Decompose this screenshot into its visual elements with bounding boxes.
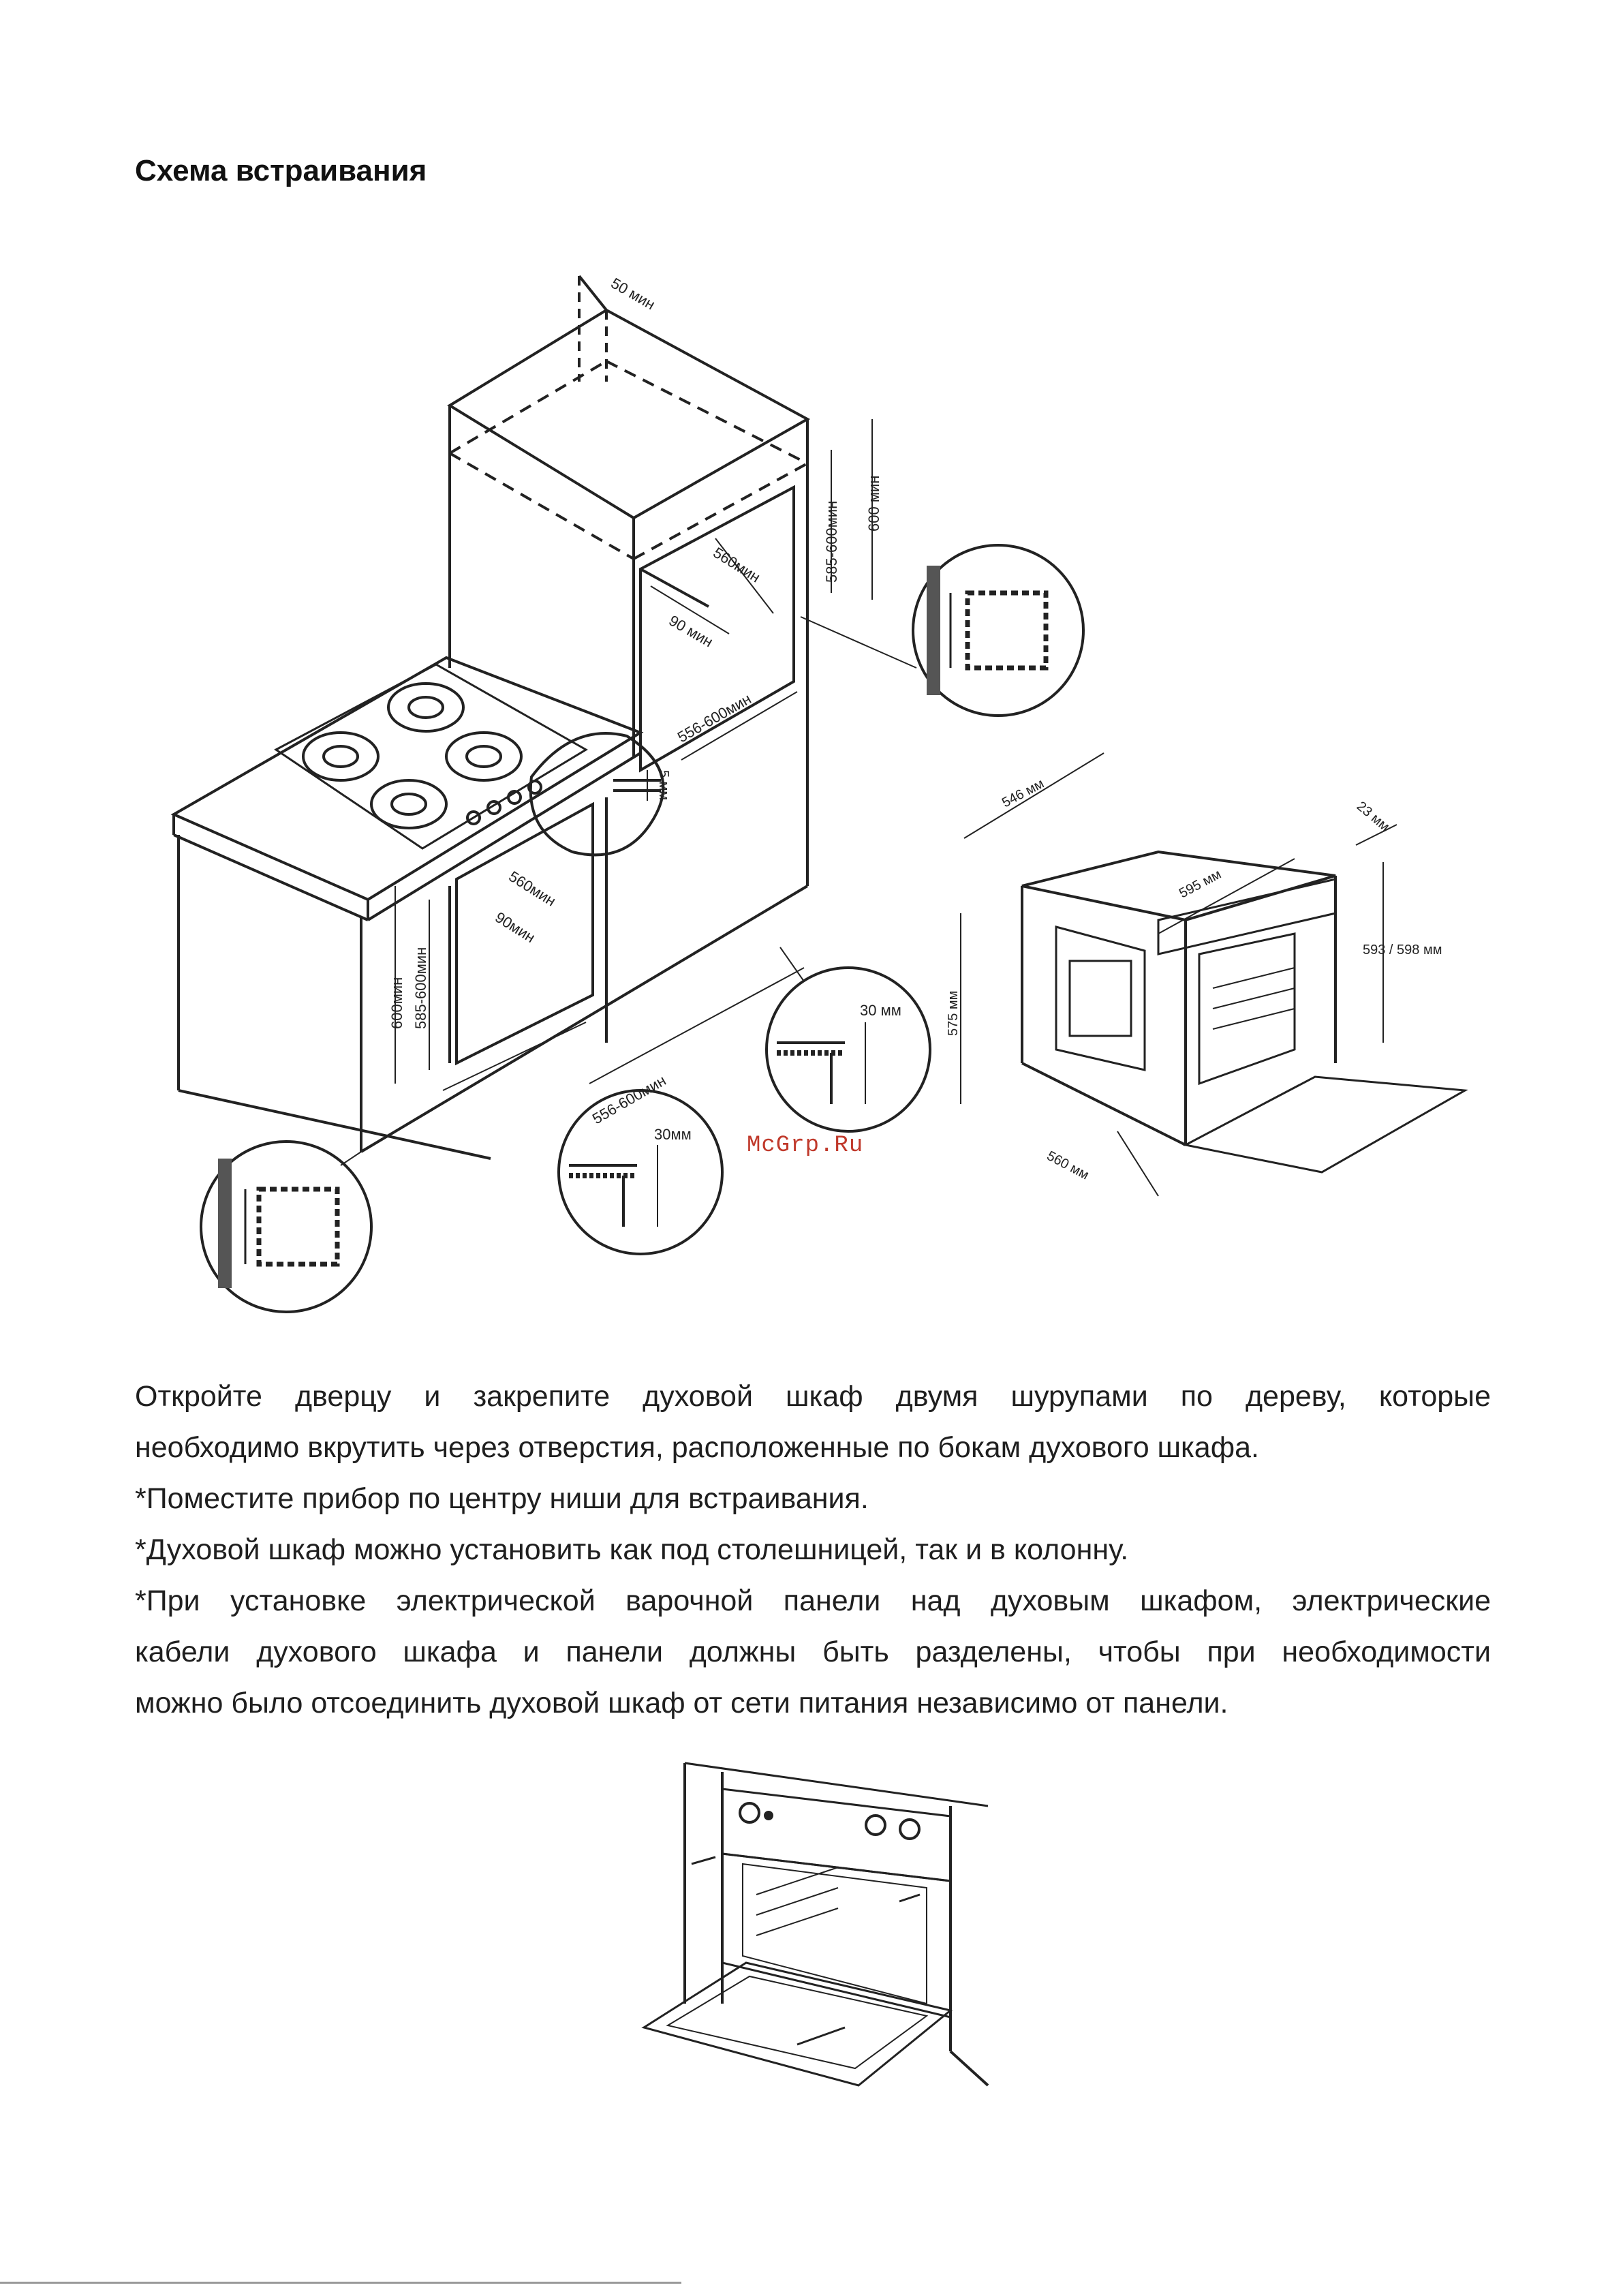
dimension-lines [395, 419, 873, 1091]
paragraph-line: необходимо вкрутить через отверстия, рас… [135, 1431, 1259, 1464]
plinth-detail-1 [765, 947, 931, 1133]
dim-plinth-gap-1: 30 мм [860, 1002, 901, 1019]
dim-column-depth: 560мин [710, 544, 763, 586]
oven-drawing [1021, 850, 1468, 1174]
paragraph-line: *Поместите прибор по центру ниши для вст… [135, 1482, 869, 1515]
paragraph-line: *При установке электрической варочной па… [135, 1585, 1491, 1617]
dim-hob-gap: 5 мм [656, 770, 671, 800]
footer-rule [0, 2282, 681, 2284]
dim-column-rear-gap: 90 мин [666, 612, 716, 651]
plinth-detail-2 [557, 1089, 724, 1255]
dim-plinth-gap-2: 30мм [654, 1126, 692, 1143]
dim-column-height-range: 585-600мин [823, 501, 840, 583]
paragraph-line: можно было отсоединить духовой шкаф от с… [135, 1687, 1228, 1719]
dim-oven-body-width: 560 мм [1045, 1148, 1092, 1183]
vent-detail-right [800, 544, 1085, 717]
dim-oven-height: 593 / 598 мм [1363, 943, 1442, 958]
paragraph-line: *Духовой шкаф можно установить как под с… [135, 1533, 1129, 1566]
column-cabinet [447, 275, 811, 886]
dim-top-gap: 50 мин [608, 275, 658, 313]
hob-gap-callout [529, 732, 665, 857]
dim-under-depth: 560мин [506, 868, 559, 910]
dim-column-height-min: 600 мин [865, 476, 882, 532]
dim-oven-width: 595 мм [1177, 867, 1224, 902]
dim-oven-panel: 23 мм [1354, 799, 1393, 834]
oven-install-illustration [641, 1762, 989, 2087]
base-cabinet [170, 656, 809, 1160]
instructions-text: Откройте дверцу и закрепите духовой шкаф… [135, 1371, 1491, 1729]
dim-under-height-range: 585-600мин [412, 947, 429, 1029]
dim-under-height-min: 600мин [388, 977, 405, 1029]
watermark-text: McGrp.Ru [747, 1133, 864, 1159]
dim-under-rear-gap: 90мин [492, 908, 538, 946]
dim-oven-body-height: 575 мм [946, 991, 961, 1036]
paragraph-line: кабели духового шкафа и панели должны бы… [135, 1636, 1491, 1668]
gas-hob [274, 663, 588, 850]
oven-dimension-lines [960, 752, 1397, 1197]
dim-column-width: 556-600мин [675, 690, 754, 746]
page-heading: Схема встраивания [135, 154, 427, 187]
dim-oven-depth: 546 мм [1000, 776, 1047, 811]
vent-detail-left [200, 1140, 373, 1313]
paragraph-line: Откройте дверцу и закрепите духовой шкаф… [135, 1380, 1491, 1413]
